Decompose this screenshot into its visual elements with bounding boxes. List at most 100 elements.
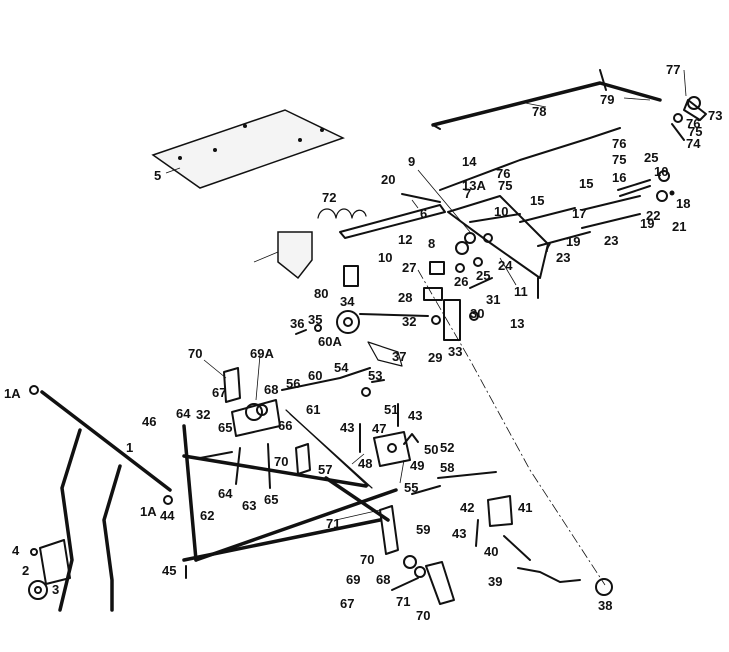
part-label: 17 bbox=[572, 206, 586, 221]
part-label: 70 bbox=[360, 552, 374, 567]
part-label: 68 bbox=[264, 382, 278, 397]
part-label: 76 bbox=[612, 136, 626, 151]
part-label: 43 bbox=[452, 526, 466, 541]
part-label: 30 bbox=[470, 306, 484, 321]
part-label: 25 bbox=[644, 150, 658, 165]
part-10-nut bbox=[658, 170, 670, 182]
part-26-nut bbox=[455, 263, 465, 273]
part-15-rod-right bbox=[581, 195, 641, 211]
part-label: 77 bbox=[666, 62, 680, 77]
part-64-pin bbox=[235, 447, 241, 485]
part-label: 47 bbox=[372, 421, 386, 436]
part-32-washer bbox=[431, 315, 441, 325]
part-58-rod bbox=[437, 471, 497, 479]
part-label: 56 bbox=[286, 376, 300, 391]
part-label: 75 bbox=[612, 152, 626, 167]
part-label: 32 bbox=[402, 314, 416, 329]
part-label: 15 bbox=[579, 176, 593, 191]
part-label: 1A bbox=[140, 504, 157, 519]
part-label: 46 bbox=[142, 414, 156, 429]
part-label: 38 bbox=[598, 598, 612, 613]
part-label: 1A bbox=[4, 386, 21, 401]
part-label: 79 bbox=[600, 92, 614, 107]
part-34-sprocket bbox=[336, 310, 360, 334]
part-label: 74 bbox=[686, 136, 701, 151]
part-label: 6 bbox=[420, 206, 427, 221]
part-1-frame-top bbox=[40, 390, 172, 492]
part-76-clip bbox=[687, 96, 701, 110]
part-1-frame-leg-a bbox=[58, 428, 82, 612]
part-53-pin bbox=[371, 379, 385, 383]
part-49-block bbox=[373, 431, 411, 467]
part-label: 44 bbox=[160, 508, 175, 523]
part-1-frame-leg-b bbox=[102, 464, 122, 612]
part-block-hole bbox=[387, 443, 397, 453]
part-70-arm-upper bbox=[223, 367, 241, 403]
part-label: 7 bbox=[464, 186, 471, 201]
part-54-nut bbox=[361, 387, 371, 397]
part-label: 19 bbox=[640, 216, 654, 231]
part-label: 59 bbox=[416, 522, 430, 537]
part-72-wire bbox=[317, 208, 367, 219]
part-label: 58 bbox=[440, 460, 454, 475]
part-79-block bbox=[343, 265, 359, 287]
part-frame-brace bbox=[324, 476, 390, 522]
leader-lines bbox=[165, 69, 687, 521]
part-25-nut bbox=[473, 257, 483, 267]
part-label: 31 bbox=[486, 292, 500, 307]
part-59-spring bbox=[411, 485, 441, 495]
part-8-washer bbox=[464, 232, 476, 244]
part-label: 80 bbox=[314, 286, 328, 301]
part-label: 43 bbox=[340, 420, 354, 435]
part-65-pin bbox=[267, 443, 271, 489]
part-label: 35 bbox=[308, 312, 322, 327]
part-label: 10 bbox=[654, 164, 668, 179]
part-label: 57 bbox=[318, 462, 332, 477]
part-29-plate bbox=[443, 299, 461, 341]
part-label: 10 bbox=[378, 250, 392, 265]
part-label: 3 bbox=[52, 582, 59, 597]
part-label: 23 bbox=[556, 250, 570, 265]
part-label: 40 bbox=[484, 544, 498, 559]
part-label: 5 bbox=[154, 168, 161, 183]
part-label: 37 bbox=[392, 349, 406, 364]
part-70-arm-mid bbox=[295, 443, 311, 475]
part-label: 60A bbox=[318, 334, 342, 349]
part-label: 70 bbox=[274, 454, 288, 469]
part-80-bracket bbox=[277, 231, 313, 280]
part-7-housing bbox=[447, 195, 549, 279]
part-74-bolt bbox=[671, 123, 685, 141]
part-16-spring bbox=[617, 179, 651, 197]
part-70-arm-lower bbox=[379, 505, 399, 555]
plate-hole bbox=[320, 128, 324, 132]
part-label: 24 bbox=[498, 258, 513, 273]
part-label: 64 bbox=[218, 486, 233, 501]
part-label: 7 bbox=[544, 240, 551, 255]
part-label: 10 bbox=[494, 204, 508, 219]
part-label: 25 bbox=[476, 268, 490, 283]
part-label: 69 bbox=[346, 572, 360, 587]
part-label: 69A bbox=[250, 346, 274, 361]
part-label: 12 bbox=[398, 232, 412, 247]
part-label: 45 bbox=[162, 563, 176, 578]
part-label: 71 bbox=[326, 516, 340, 531]
part-housing-rib bbox=[469, 213, 521, 223]
part-48-clip bbox=[403, 433, 419, 445]
plate-hole bbox=[178, 156, 182, 160]
part-label: 65 bbox=[264, 492, 278, 507]
plate-hole bbox=[213, 148, 217, 152]
part-label: 62 bbox=[200, 508, 214, 523]
part-label: 22 bbox=[646, 208, 660, 223]
part-label: 36 bbox=[290, 316, 304, 331]
part-label: 21 bbox=[672, 219, 686, 234]
part-label: 51 bbox=[384, 402, 398, 417]
part-28-bracket bbox=[423, 287, 443, 301]
part-66-hub bbox=[231, 399, 281, 437]
part-22-washer bbox=[656, 190, 668, 202]
part-label: 78 bbox=[532, 104, 546, 119]
part-2-plate bbox=[39, 539, 71, 585]
part-label: 55 bbox=[404, 480, 418, 495]
part-1A-cap bbox=[29, 385, 39, 395]
part-71-shaft bbox=[391, 577, 419, 591]
